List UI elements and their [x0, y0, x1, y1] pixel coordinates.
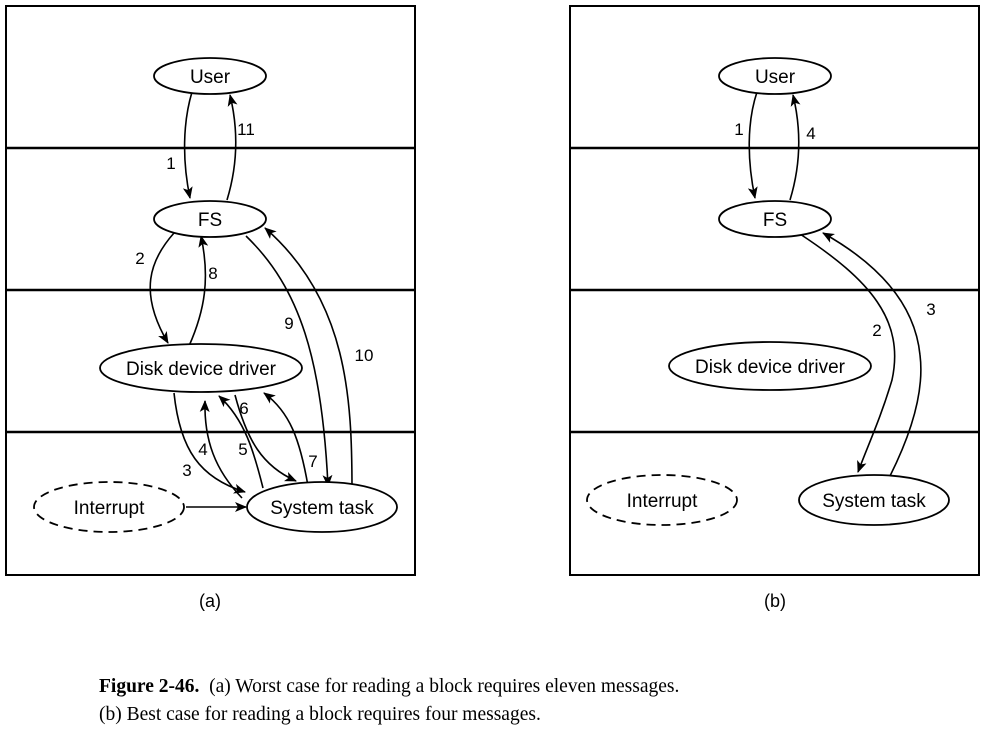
message-number: 2 — [872, 321, 881, 340]
arrow-a-9 — [245, 235, 333, 487]
arrow-a-2 — [149, 232, 175, 344]
figure-number: Figure 2-46. — [99, 676, 200, 697]
fs-label: FS — [763, 210, 787, 231]
message-number: 3 — [926, 300, 935, 319]
panel-a-label: (a) — [199, 591, 221, 611]
panel-b-label: (b) — [764, 591, 786, 611]
interrupt-label: Interrupt — [74, 498, 145, 519]
arrow-a-11 — [226, 94, 238, 201]
arrow-b-2 — [799, 233, 896, 473]
user-node — [153, 57, 267, 95]
caption-line-1: Figure 2-46. (a) Worst case for reading … — [99, 673, 959, 701]
figure-caption: Figure 2-46. (a) Worst case for reading … — [99, 673, 959, 729]
message-number: 5 — [238, 440, 247, 459]
message-number: 3 — [182, 461, 191, 480]
fs-node — [718, 200, 832, 238]
message-number: 4 — [198, 440, 207, 459]
user-node — [718, 57, 832, 95]
message-number: 6 — [239, 399, 248, 418]
disk-driver-label: Disk device driver — [695, 357, 846, 378]
disk-driver-node — [668, 341, 872, 391]
system-task-label: System task — [270, 498, 374, 519]
system-task-label: System task — [822, 491, 926, 512]
panel-a: User FS Disk device driver Interrupt Sys… — [5, 5, 416, 576]
user-label: User — [755, 67, 796, 88]
arrow-a-1 — [182, 91, 193, 199]
disk-driver-label: Disk device driver — [126, 359, 277, 380]
arrow-a-7 — [263, 392, 309, 487]
message-number: 10 — [355, 346, 374, 365]
fs-label: FS — [198, 210, 222, 231]
interrupt-node — [586, 474, 738, 526]
interrupt-node — [33, 481, 185, 533]
arrow-b-3 — [822, 232, 922, 477]
arrow-a-10 — [264, 227, 353, 491]
message-number: 4 — [806, 124, 815, 143]
panel-b: User FS Disk device driver Interrupt Sys… — [569, 5, 980, 576]
arrow-a-4 — [199, 400, 243, 499]
user-label: User — [190, 67, 231, 88]
message-number: 9 — [284, 314, 293, 333]
message-number: 7 — [308, 452, 317, 471]
arrow-a-5 — [218, 395, 264, 489]
interrupt-label: Interrupt — [627, 491, 698, 512]
arrow-a-6 — [234, 394, 297, 482]
arrow-b-1 — [747, 91, 758, 199]
arrow-b-4 — [789, 94, 801, 201]
disk-driver-node — [99, 343, 303, 393]
message-number: 8 — [208, 264, 217, 283]
caption-text-a: (a) Worst case for reading a block requi… — [209, 676, 680, 697]
message-number: 1 — [166, 154, 175, 173]
message-number: 11 — [237, 120, 255, 139]
fs-node — [153, 200, 267, 238]
caption-line-2: (b) Best case for reading a block requir… — [99, 704, 541, 725]
system-task-node — [798, 474, 950, 526]
system-task-node — [246, 481, 398, 533]
arrow-a-8 — [188, 235, 209, 347]
message-number: 2 — [135, 249, 144, 268]
message-number: 1 — [734, 120, 743, 139]
arrow-a-3 — [173, 392, 246, 494]
